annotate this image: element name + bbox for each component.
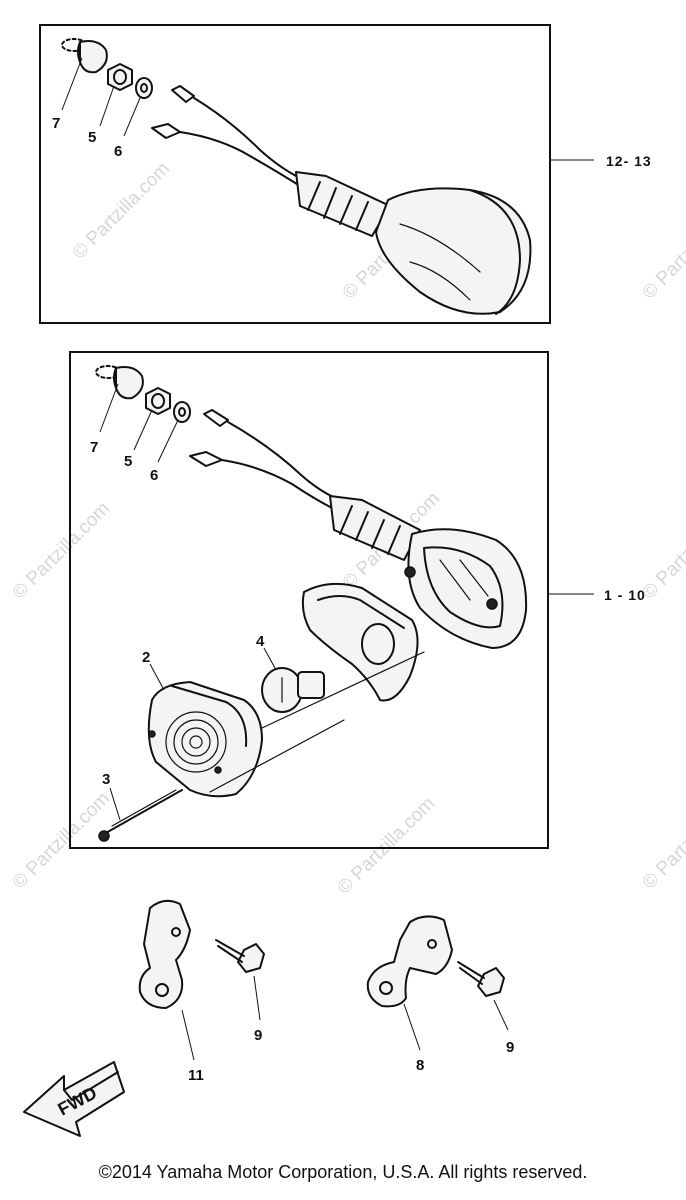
watermark: © Partzilla.com: [9, 498, 114, 603]
callout-11: 11: [188, 1067, 204, 1084]
part-bolt: [457, 961, 505, 997]
callout-5: 5: [124, 453, 132, 470]
watermark: © Partzilla.com: [9, 788, 114, 893]
callout-9: 9: [506, 1039, 514, 1056]
part-bulb: [261, 667, 325, 713]
part-wiring: [151, 85, 301, 187]
part-wiring: [189, 409, 341, 511]
watermark: © Partzilla.com: [69, 158, 174, 263]
callout-7: 7: [52, 115, 60, 132]
callout-6: 6: [150, 467, 158, 484]
callout-7: 7: [90, 439, 98, 456]
part-bracket: [366, 915, 453, 1008]
callout-6: 6: [114, 143, 122, 160]
part-washer: [173, 401, 191, 423]
callout-3: 3: [102, 771, 110, 788]
watermark: © Partzilla.com: [334, 793, 439, 898]
callout-2: 2: [142, 649, 150, 666]
part-nut: [107, 63, 133, 91]
watermark: © Partzilla.com: [639, 788, 686, 893]
fwd-arrow: FWD: [23, 1061, 125, 1137]
assembly-middle: 7 5 6 2 4 3 1 - 10: [69, 351, 646, 849]
part-screw: [98, 789, 183, 842]
assembly-frame: [39, 24, 551, 324]
part-lamp-housing: [375, 187, 532, 315]
callout-8: 8: [416, 1057, 424, 1074]
part-lens-cap: [61, 38, 108, 74]
bracket-right-group: 8 9: [366, 915, 514, 1074]
assembly-top: 7 5 6 12- 13: [39, 24, 652, 324]
callout-5: 5: [88, 129, 96, 146]
callout-9: 9: [254, 1027, 262, 1044]
callout-4: 4: [256, 633, 265, 650]
watermark: © Partzilla.com: [639, 198, 686, 303]
part-stem: [295, 171, 391, 237]
part-lens-cap: [95, 365, 144, 400]
assembly-ref: 12- 13: [606, 153, 652, 169]
assembly-ref: 1 - 10: [604, 587, 646, 603]
part-lens: [147, 681, 263, 798]
part-bracket: [138, 899, 191, 1009]
part-nut: [145, 387, 171, 415]
part-housing-body: [404, 528, 528, 649]
copyright-notice: ©2014 Yamaha Motor Corporation, U.S.A. A…: [98, 1162, 588, 1182]
part-gasket: [301, 582, 419, 702]
assembly-frame: [69, 351, 549, 849]
bracket-left-group: 11 9: [138, 899, 265, 1084]
part-bolt: [215, 939, 265, 973]
part-washer: [135, 77, 153, 99]
